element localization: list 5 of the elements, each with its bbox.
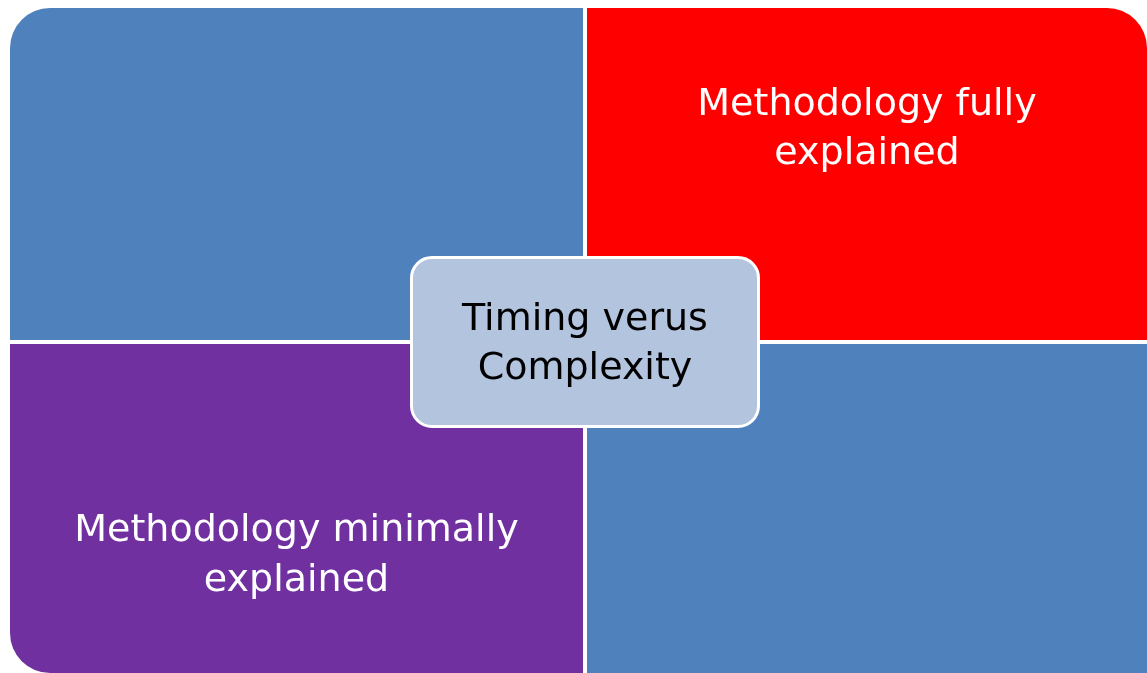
quadrant-label: Methodology fully explained [696,79,1038,176]
quadrant-label: Methodology minimally explained [73,505,520,602]
center-box [410,256,760,428]
quadrant-label: Timing verus Complexity [461,293,709,390]
quadrant-box [587,8,1147,340]
